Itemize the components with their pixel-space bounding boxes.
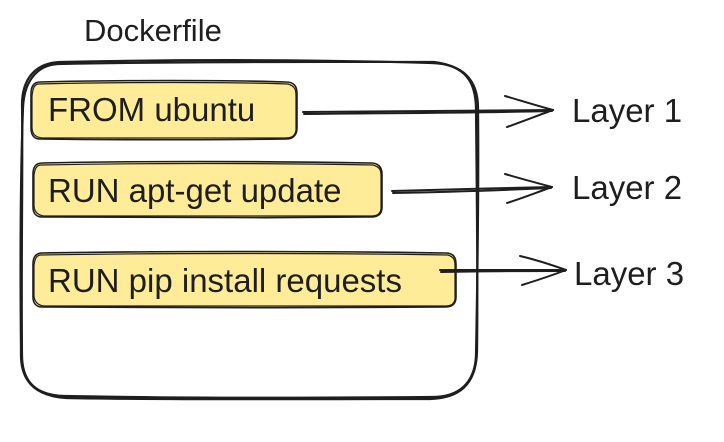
arrow-layer-2 [391, 173, 553, 204]
instruction-from-ubuntu: FROM ubuntu [48, 91, 256, 128]
instruction-box-3 [32, 250, 457, 309]
layer-3-label: Layer 3 [574, 255, 685, 292]
instruction-box-2 [32, 160, 383, 219]
layer-1-label: Layer 1 [572, 92, 683, 129]
instruction-run-apt-get-update: RUN apt-get update [48, 172, 342, 209]
dockerfile-title: Dockerfile [84, 13, 222, 48]
layer-2-label: Layer 2 [572, 169, 683, 206]
arrow-layer-1 [302, 95, 554, 128]
dockerfile-container [19, 59, 480, 401]
instruction-run-pip-install-requests: RUN pip install requests [48, 262, 402, 299]
arrow-layer-3 [439, 255, 567, 286]
instruction-box-1 [30, 79, 298, 141]
